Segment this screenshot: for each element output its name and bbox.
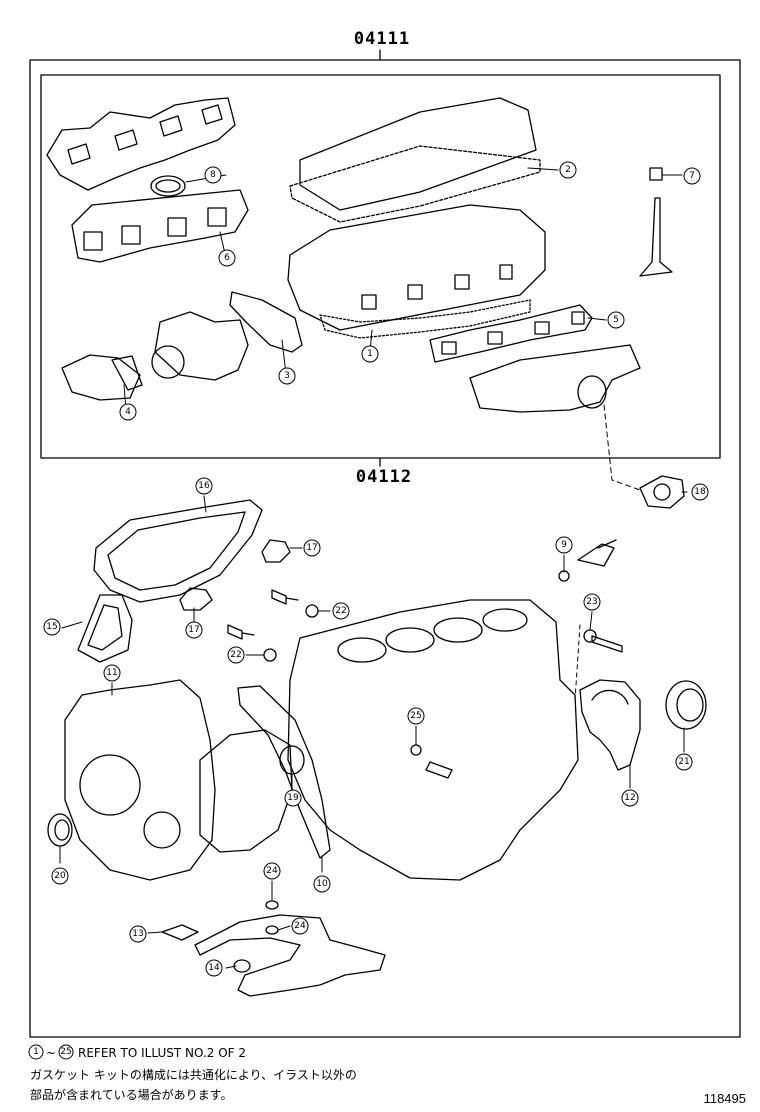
footer-refer-text: REFER TO ILLUST NO.2 OF 2 xyxy=(78,1046,246,1060)
figure-number: 118495 xyxy=(704,1091,746,1106)
callout-9: 9 xyxy=(561,540,567,550)
timing-cover-gasket-part xyxy=(77,594,133,663)
cylinder-block-part xyxy=(287,599,579,881)
washer-25-part xyxy=(410,744,422,756)
exhaust-manifold-gasket-part xyxy=(429,304,593,363)
kit-number-04111: 04111 xyxy=(354,29,410,49)
callout-24a: 24 xyxy=(266,866,278,876)
thermostat-gasket-part xyxy=(111,355,143,391)
callout-8: 8 xyxy=(210,170,216,180)
callout-14: 14 xyxy=(208,963,220,973)
callout-4: 4 xyxy=(125,407,131,417)
timing-case-gasket-part xyxy=(237,685,331,859)
callout-15: 15 xyxy=(46,622,57,632)
small-gasket-17b xyxy=(179,587,213,611)
footer-range-to: 25 xyxy=(60,1047,71,1057)
valve-stem-seal-part xyxy=(649,167,663,181)
upper-kit-frame xyxy=(40,74,721,459)
plug-part xyxy=(227,624,255,640)
kit-number-04112: 04112 xyxy=(356,467,412,487)
thermostat-housing-part xyxy=(61,354,141,401)
bolt-part xyxy=(271,589,299,605)
rear-oil-seal-part xyxy=(665,680,707,730)
intake-manifold-part xyxy=(46,97,236,191)
bolt-23-part xyxy=(591,635,623,653)
callout-24b: 24 xyxy=(294,921,306,931)
callout-10: 10 xyxy=(316,879,328,889)
small-gasket-17a xyxy=(261,539,291,563)
callout-13: 13 xyxy=(132,929,143,939)
intake-manifold-gasket-part xyxy=(71,189,249,263)
footer-jp-line2: 部品が含まれている場合があります。 xyxy=(30,1087,232,1102)
washer-22b-part xyxy=(263,648,277,662)
callout-18: 18 xyxy=(694,487,706,497)
callout-22b: 22 xyxy=(230,650,241,660)
callout-21: 21 xyxy=(678,757,689,767)
callout-6: 6 xyxy=(224,253,230,263)
callout-11: 11 xyxy=(106,668,117,678)
rear-seal-retainer-part xyxy=(579,679,641,771)
callout-16: 16 xyxy=(198,481,210,491)
gasket-13-part xyxy=(161,924,199,941)
washer-22a-part xyxy=(305,604,319,618)
callout-3: 3 xyxy=(284,371,290,381)
water-pump-part xyxy=(199,729,293,853)
washer-24a-part xyxy=(265,900,279,910)
callout-22a: 22 xyxy=(335,606,346,616)
water-outlet-gasket-part xyxy=(229,291,303,353)
footer-range-sep: ~ xyxy=(46,1046,56,1060)
callout-25: 25 xyxy=(410,711,421,721)
outer-kit-frame xyxy=(29,59,741,1038)
oil-pan-gasket-part xyxy=(93,499,263,603)
callout-5: 5 xyxy=(613,315,619,325)
washer-24b-part xyxy=(265,925,279,935)
exhaust-manifold-part xyxy=(469,344,641,413)
dashed-leader-18 xyxy=(603,404,641,491)
footer-range-from: 1 xyxy=(33,1047,39,1057)
cylinder-head-part xyxy=(287,204,546,331)
callout-7: 7 xyxy=(689,171,695,181)
cylinder-head-gasket-part xyxy=(319,299,531,339)
callout-23: 23 xyxy=(586,597,597,607)
callout-1: 1 xyxy=(367,349,373,359)
footer-jp-line1: ガスケット キットの構成には共通化により、イラスト以外の xyxy=(30,1068,357,1082)
callout-20: 20 xyxy=(54,871,66,881)
timing-cover-part xyxy=(64,679,216,881)
cylinder-head-cover-part xyxy=(299,97,537,211)
head-cover-gasket-part xyxy=(289,145,541,223)
valve-part xyxy=(639,197,673,277)
footer-note: 1 ~ 25 REFER TO ILLUST NO.2 OF 2 ガスケット キ… xyxy=(28,1044,357,1102)
water-outlet-part xyxy=(154,311,249,381)
callout-2: 2 xyxy=(565,165,571,175)
intake-ring-gasket-part xyxy=(150,175,186,197)
callout-17a: 17 xyxy=(306,543,317,553)
callout-17b: 17 xyxy=(188,625,199,635)
exhaust-pipe-gasket-part xyxy=(639,475,685,509)
callout-19: 19 xyxy=(287,793,299,803)
oil-strainer-part xyxy=(194,914,386,997)
callout-12: 12 xyxy=(624,793,635,803)
sensor-9-part xyxy=(577,539,617,567)
